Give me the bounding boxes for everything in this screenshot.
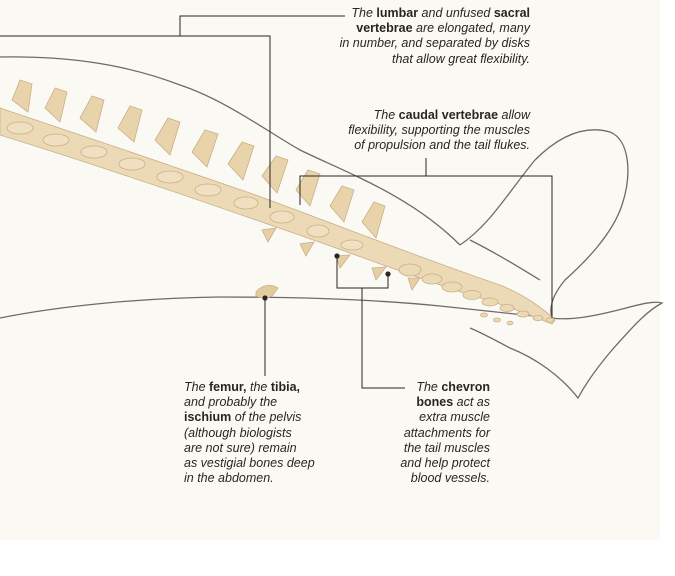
fluke-outline (469, 301, 664, 400)
femur-line-5: are not sure) remain (184, 440, 297, 455)
label-caudal-vertebrae: The caudal vertebrae allow flexibility, … (318, 108, 530, 154)
lumbar-line-3: in number, and separated by disks (339, 36, 530, 51)
belly-outline (0, 296, 553, 319)
leader-chevron-stem (361, 288, 405, 389)
chevron-line-6: and help protect (400, 456, 490, 471)
lumbar-line-1: The lumbar and unfused sacral (351, 6, 530, 20)
femur-line-2: and probably the (184, 395, 278, 410)
lumbar-vertebrae (11, 79, 386, 239)
lumbar-line-2: vertebrae are elongated, many (356, 21, 530, 36)
femur-line-6: as vestigial bones deep (184, 456, 315, 471)
chevron-line-1: The chevron (416, 380, 490, 394)
vestigial-pelvic-bone (255, 284, 279, 299)
chevron-line-7: blood vessels. (410, 471, 490, 486)
femur-line-7: in the abdomen. (184, 471, 274, 486)
vertebral-column (0, 79, 556, 326)
chevron-bones (261, 227, 421, 291)
caudal-line-2: flexibility, supporting the muscles (348, 123, 530, 138)
caudal-line-3: of propulsion and the tail flukes. (354, 138, 530, 153)
fin-inner-line (469, 239, 541, 281)
chevron-line-3: extra muscle (419, 410, 490, 425)
leader-lumbar-left (0, 35, 271, 208)
leader-lines (0, 15, 553, 389)
label-lumbar-sacral: The lumbar and unfused sacral vertebrae … (330, 6, 530, 67)
label-vestigial-bones: The femur, the tibia, and probably the i… (184, 380, 344, 486)
chevron-line-2: bones act as (416, 395, 490, 410)
transverse-processes (6, 121, 364, 251)
dorsal-fin-outline (459, 129, 629, 319)
femur-line-1: The femur, the tibia, (184, 380, 301, 394)
body-outline (0, 56, 664, 400)
femur-line-3: ischium of the pelvis (184, 410, 302, 425)
label-chevron-bones: The chevron bones act as extra muscle at… (360, 380, 490, 486)
leader-dots (262, 253, 391, 301)
diagram-background (0, 0, 660, 540)
femur-line-4: (although biologists (184, 425, 292, 440)
chevron-line-5: the tail muscles (403, 440, 490, 455)
leader-lumbar-top (179, 15, 345, 36)
lumbar-line-4: that allow great flexibility. (391, 51, 530, 66)
caudal-line-1: The caudal vertebrae allow (373, 108, 530, 122)
caudal-vertebrae (398, 263, 555, 326)
chevron-line-4: attachments for (403, 425, 490, 440)
back-outline (0, 56, 461, 246)
